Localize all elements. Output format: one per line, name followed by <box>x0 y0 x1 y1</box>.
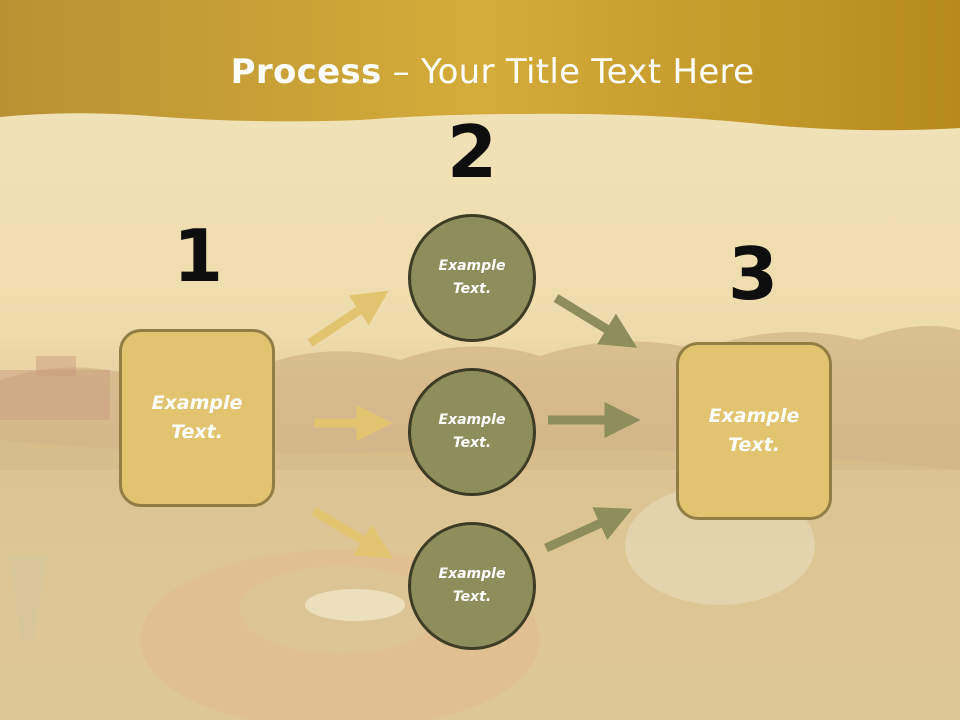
step-3-box-text: Example Text. <box>708 405 800 456</box>
step-1-box: Example Text. <box>119 329 275 507</box>
title-rest-part: – Your Title Text Here <box>381 52 755 92</box>
circle-bottom-text: Example Text. <box>438 566 506 605</box>
step-number-2: 2 <box>446 110 498 194</box>
slide-title: Process – Your Title Text Here <box>0 52 960 92</box>
step-2-circle-top: Example Text. <box>408 214 536 342</box>
title-bold-part: Process <box>230 52 382 92</box>
step-2-circle-bottom: Example Text. <box>408 522 536 650</box>
step-3-box: Example Text. <box>676 342 832 520</box>
circle-top-text: Example Text. <box>438 258 506 297</box>
step-2-circle-middle: Example Text. <box>408 368 536 496</box>
step-number-1: 1 <box>172 214 224 298</box>
step-1-box-text: Example Text. <box>151 392 243 443</box>
step-number-3: 3 <box>727 232 779 316</box>
circle-middle-text: Example Text. <box>438 412 506 451</box>
